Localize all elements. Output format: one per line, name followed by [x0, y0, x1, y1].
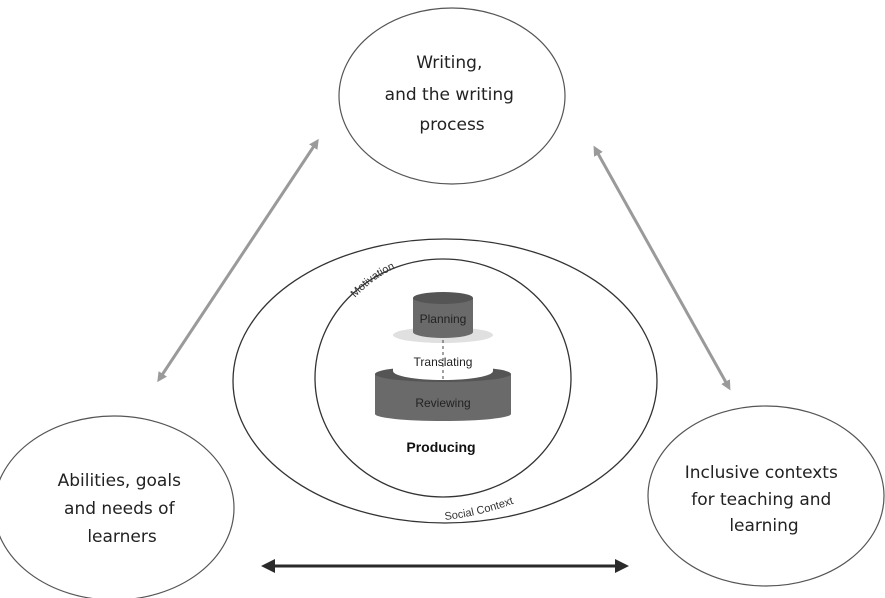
arrow-learners-writing — [157, 138, 319, 383]
svg-text:Inclusive contexts for t: Inclusive contexts for teaching and lear… — [685, 463, 843, 536]
translating-label: Translating — [414, 355, 473, 369]
planning-layer: Planning — [413, 292, 473, 338]
node-learners-line-1: Abilities, goals — [58, 471, 181, 491]
motivation-ellipse — [314, 258, 572, 498]
reviewing-label: Reviewing — [415, 396, 470, 410]
node-learners-line-3: learners — [87, 527, 157, 547]
node-inclusive-ellipse — [647, 405, 885, 587]
svg-text:Abilities, goals and ne: Abilities, goals and needs of learners — [58, 471, 187, 547]
node-learners-line-2: and needs of — [64, 499, 176, 519]
social-context-ellipse — [232, 238, 658, 524]
node-inclusive-line-1: Inclusive contexts — [685, 463, 838, 483]
social-context-label: Social Context — [444, 495, 515, 523]
planning-label: Planning — [420, 312, 467, 326]
arrow-writing-inclusive — [593, 145, 731, 391]
node-writing-line-3: process — [419, 115, 484, 135]
node-writing-line-1: Writing, — [416, 53, 482, 73]
node-writing-process-ellipse — [338, 7, 566, 185]
node-inclusive-line-2: for teaching and — [691, 490, 831, 510]
node-inclusive-line-3: learning — [729, 516, 798, 536]
motivation-label: Motivation — [349, 260, 397, 300]
node-writing-process: Writing, and the writing process — [338, 7, 566, 185]
node-learners-ellipse — [0, 415, 235, 598]
node-writing-line-2: and the writing — [385, 85, 514, 105]
node-learners: Abilities, goals and needs of learners — [0, 415, 235, 598]
producing-label: Producing — [406, 439, 475, 455]
svg-text:Writing, and the writing: Writing, and the writing process — [385, 53, 520, 135]
node-inclusive-contexts: Inclusive contexts for teaching and lear… — [647, 405, 885, 587]
